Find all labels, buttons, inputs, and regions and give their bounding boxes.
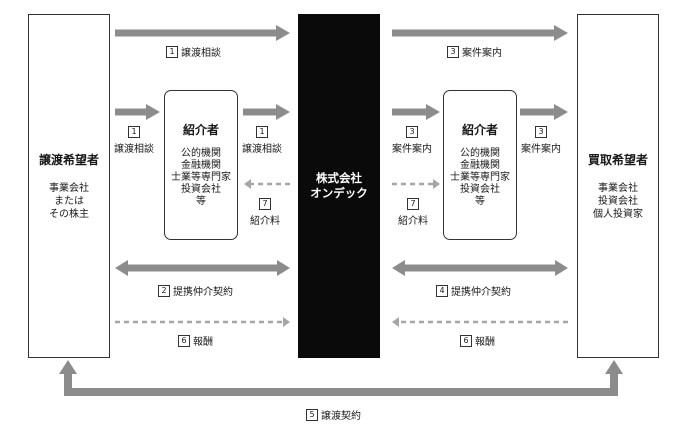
label-text: 提携仲介契約: [451, 287, 511, 298]
arrow-step6-right-head: [392, 317, 399, 327]
buyer-line-3: 個人投資家: [593, 209, 643, 220]
buyer-line-2: 投資会社: [598, 196, 638, 207]
label-text: 紹介料: [250, 216, 280, 227]
label-text: 報酬: [475, 337, 495, 348]
step-number: 5: [306, 408, 318, 421]
step-number: 3: [406, 126, 418, 138]
arrow-step7-right-head: [433, 179, 440, 189]
arrow-step1-mid: [243, 104, 290, 120]
step-number: 6: [460, 334, 472, 347]
introducer-right-line-2: 金融機関: [460, 160, 500, 171]
arrow-step1-left: [115, 104, 160, 120]
label-step1-top: 1 譲渡相談: [166, 44, 221, 59]
step-number: 1: [256, 126, 268, 138]
introducer-right-line-5: 等: [475, 196, 485, 207]
label-step4: 4 提携仲介契約: [436, 283, 511, 298]
introducer-right-line-3: 士業等専門家: [450, 172, 510, 183]
label-text: 案件案内: [521, 144, 561, 155]
introducer-left-line-3: 士業等専門家: [171, 172, 231, 183]
seller-box: 譲渡希望者 事業会社 または その株主: [28, 14, 110, 358]
introducer-left-line-4: 投資会社: [181, 184, 221, 195]
introducer-left-box: 紹介者 公的機関 金融機関 士業等専門家 投資会社 等: [164, 90, 238, 240]
label-text: 報酬: [193, 337, 213, 348]
seller-title: 譲渡希望者: [38, 153, 99, 167]
label-text: 案件案内: [462, 48, 502, 59]
label-step5: 5 譲渡契約: [306, 407, 361, 422]
step-number: 7: [407, 198, 419, 210]
introducer-left-title: 紹介者: [182, 123, 219, 137]
introducer-left-line-5: 等: [196, 196, 206, 207]
label-text: 案件案内: [392, 144, 432, 155]
label-text: 譲渡相談: [114, 144, 154, 155]
introducer-right-box: 紹介者 公的機関 金融機関 士業等専門家 投資会社 等: [443, 90, 517, 240]
label-step1-left: 1 譲渡相談: [114, 126, 154, 155]
arrow-step7-left-head: [244, 179, 251, 189]
arrow-step4: [392, 260, 568, 276]
introducer-left-line-2: 金融機関: [181, 160, 221, 171]
label-step7-left: 7 紹介料: [250, 198, 280, 227]
seller-line-2: または: [54, 196, 84, 207]
label-step6-left: 6 報酬: [178, 333, 213, 348]
arrow-step3-top: [392, 25, 568, 41]
step-number: 3: [447, 45, 459, 58]
seller-line-3: その株主: [49, 209, 89, 220]
label-text: 紹介料: [398, 216, 428, 227]
arrow-step2: [115, 260, 290, 276]
label-step3-top: 3 案件案内: [447, 44, 502, 59]
buyer-line-1: 事業会社: [598, 183, 638, 194]
arrow-step3-right: [520, 104, 568, 120]
buyer-title: 買取希望者: [587, 153, 648, 167]
step-number: 3: [535, 126, 547, 138]
step-number: 1: [128, 126, 140, 138]
label-step7-right: 7 紹介料: [398, 198, 428, 227]
center-line-1: 株式会社: [316, 171, 362, 185]
label-step2: 2 提携仲介契約: [158, 283, 233, 298]
label-text: 譲渡相談: [181, 48, 221, 59]
label-step6-right: 6 報酬: [460, 333, 495, 348]
introducer-right-title: 紹介者: [461, 123, 498, 137]
step-number: 1: [166, 45, 178, 58]
center-line-2: オンデック: [310, 186, 368, 200]
arrow-step5-u-shape: [59, 360, 623, 396]
introducer-left-line-1: 公的機関: [181, 148, 221, 159]
label-step1-mid: 1 譲渡相談: [242, 126, 282, 155]
step-number: 6: [178, 334, 190, 347]
label-text: 提携仲介契約: [173, 287, 233, 298]
step-number: 2: [158, 284, 170, 297]
arrow-step3-mid: [392, 104, 440, 120]
buyer-box: 買取希望者 事業会社 投資会社 個人投資家: [577, 14, 659, 358]
ondeck-center-box: 株式会社 オンデック: [298, 14, 380, 358]
arrow-step1-top: [115, 25, 290, 41]
label-text: 譲渡契約: [321, 411, 361, 422]
label-step3-right: 3 案件案内: [521, 126, 561, 155]
label-text: 譲渡相談: [242, 144, 282, 155]
step-number: 4: [436, 284, 448, 297]
arrow-step6-left-head: [283, 317, 290, 327]
step-number: 7: [259, 198, 271, 210]
label-step3-mid: 3 案件案内: [392, 126, 432, 155]
introducer-right-line-1: 公的機関: [460, 148, 500, 159]
introducer-right-line-4: 投資会社: [460, 184, 500, 195]
seller-line-1: 事業会社: [49, 183, 89, 194]
